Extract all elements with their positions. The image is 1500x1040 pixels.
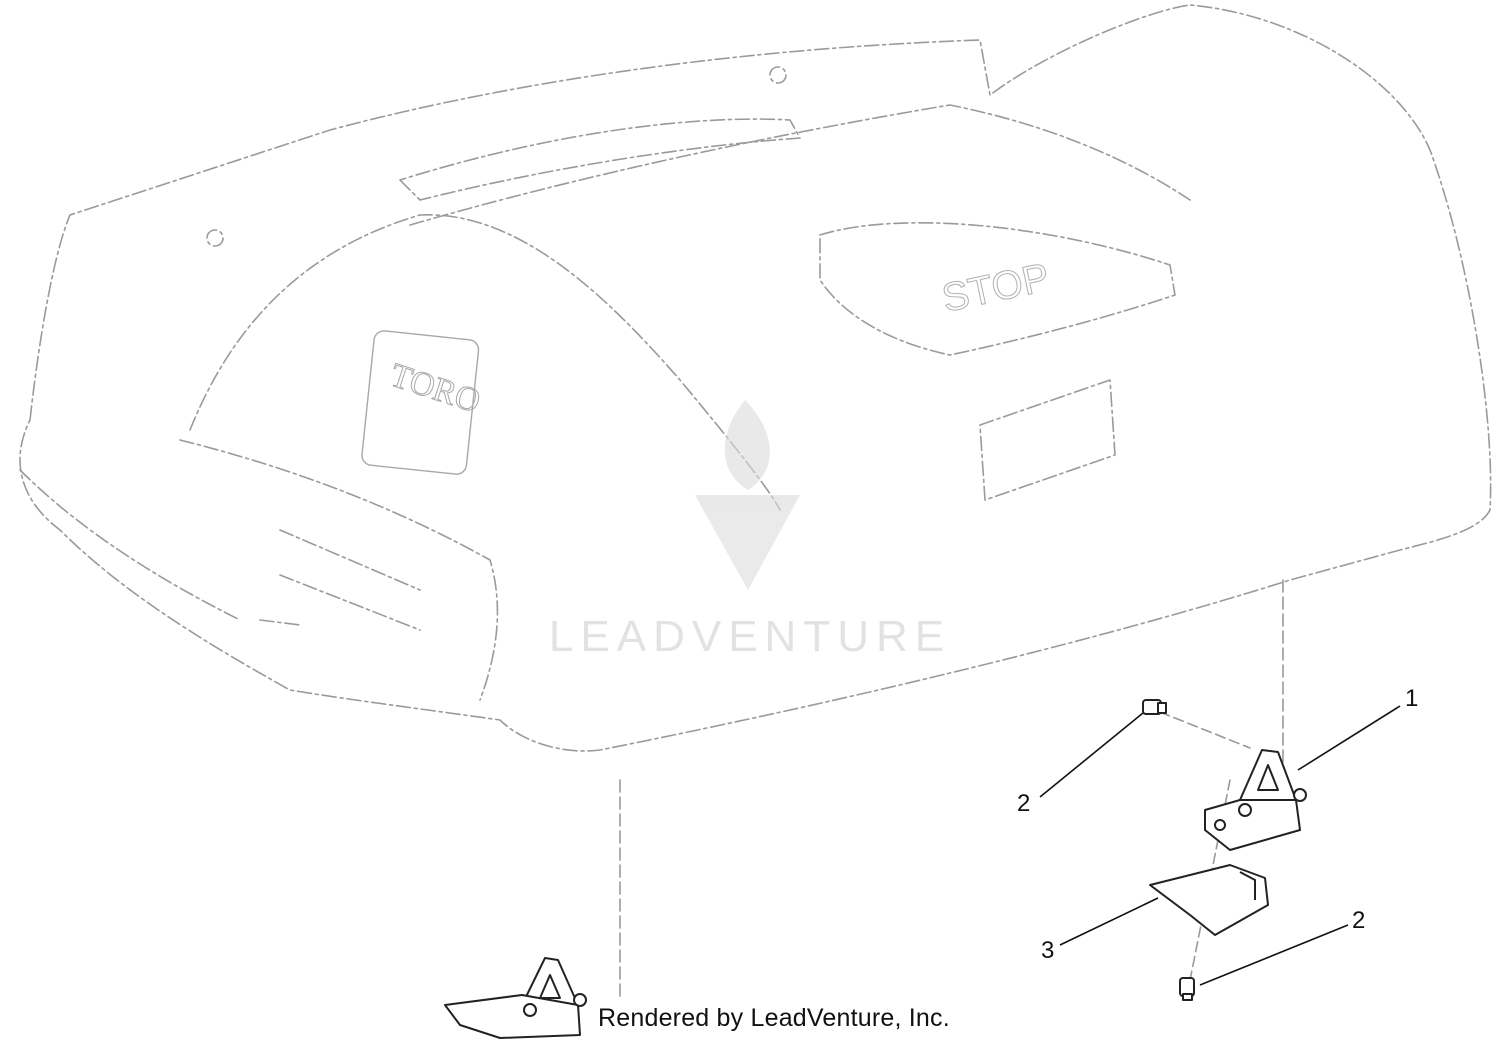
bolt-lower: [1179, 977, 1195, 1001]
front-dome: [189, 214, 781, 511]
watermark-logo: [695, 400, 800, 590]
callout-2-lower: 2: [1352, 907, 1365, 934]
callout-3: 3: [1041, 937, 1054, 964]
top-panel: [399, 118, 801, 201]
label-recess: [979, 379, 1116, 501]
shield-part: [1149, 864, 1269, 936]
housing-ridge: [409, 104, 1191, 226]
bolt-upper: [1142, 699, 1167, 715]
housing-outline: [19, 4, 1492, 752]
housing-lettering: TORO STOP: [361, 255, 1054, 475]
callout-3-leader: [1059, 897, 1159, 946]
bracket-left: [444, 957, 587, 1039]
callout-2-upper-leader: [1039, 712, 1144, 798]
logo-plate: [361, 330, 480, 475]
bolt-line-upper: [1159, 711, 1251, 749]
panel-text: STOP: [938, 255, 1053, 321]
stop-panel: [819, 222, 1176, 356]
callout-1-leader: [1297, 705, 1401, 771]
logo-text: TORO: [386, 357, 485, 421]
callout-1: 1: [1405, 685, 1418, 712]
callout-2-upper: 2: [1017, 790, 1030, 817]
callout-2-lower-leader: [1199, 924, 1349, 986]
bracket-right: [1204, 749, 1307, 851]
footer-credit: Rendered by LeadVenture, Inc.: [598, 1004, 950, 1032]
watermark-text: LEADVENTURE: [548, 612, 952, 661]
